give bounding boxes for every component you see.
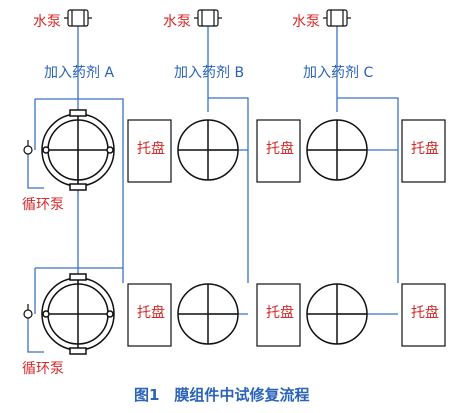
figure-caption: 图1 膜组件中试修复流程 xyxy=(134,386,310,404)
pump-label: 水泵 xyxy=(33,14,61,30)
membrane-module-icon xyxy=(306,119,368,181)
tray-box xyxy=(401,119,446,183)
tray-label: 托盘 xyxy=(411,141,439,157)
pump-label: 水泵 xyxy=(292,14,320,30)
tray-label: 托盘 xyxy=(411,305,439,321)
tray-box xyxy=(127,283,172,347)
membrane-module-icon xyxy=(177,283,239,345)
valve-icon xyxy=(23,140,33,155)
membrane-module-icon xyxy=(177,119,239,181)
membrane-module-icon xyxy=(306,283,368,345)
tray-label: 托盘 xyxy=(266,141,294,157)
agent-label: 加入药剂 C xyxy=(303,65,374,81)
water-pump-icon xyxy=(323,9,351,27)
tray-box xyxy=(401,283,446,347)
tray-label: 托盘 xyxy=(137,141,165,157)
water-pump-icon xyxy=(194,9,222,27)
valve-icon xyxy=(23,304,33,319)
pump-label: 水泵 xyxy=(163,14,191,30)
membrane-module-icon xyxy=(41,273,115,355)
tray-box xyxy=(256,119,301,183)
tray-label: 托盘 xyxy=(266,305,294,321)
tray-box xyxy=(256,283,301,347)
circulation-pump-label: 循环泵 xyxy=(22,197,64,213)
tray-box xyxy=(127,119,172,183)
tray-label: 托盘 xyxy=(137,305,165,321)
agent-label: 加入药剂 B xyxy=(174,65,245,81)
water-pump-icon xyxy=(64,9,92,27)
agent-label: 加入药剂 A xyxy=(44,65,115,81)
circulation-pump-label: 循环泵 xyxy=(22,361,64,377)
membrane-module-icon xyxy=(41,109,115,191)
